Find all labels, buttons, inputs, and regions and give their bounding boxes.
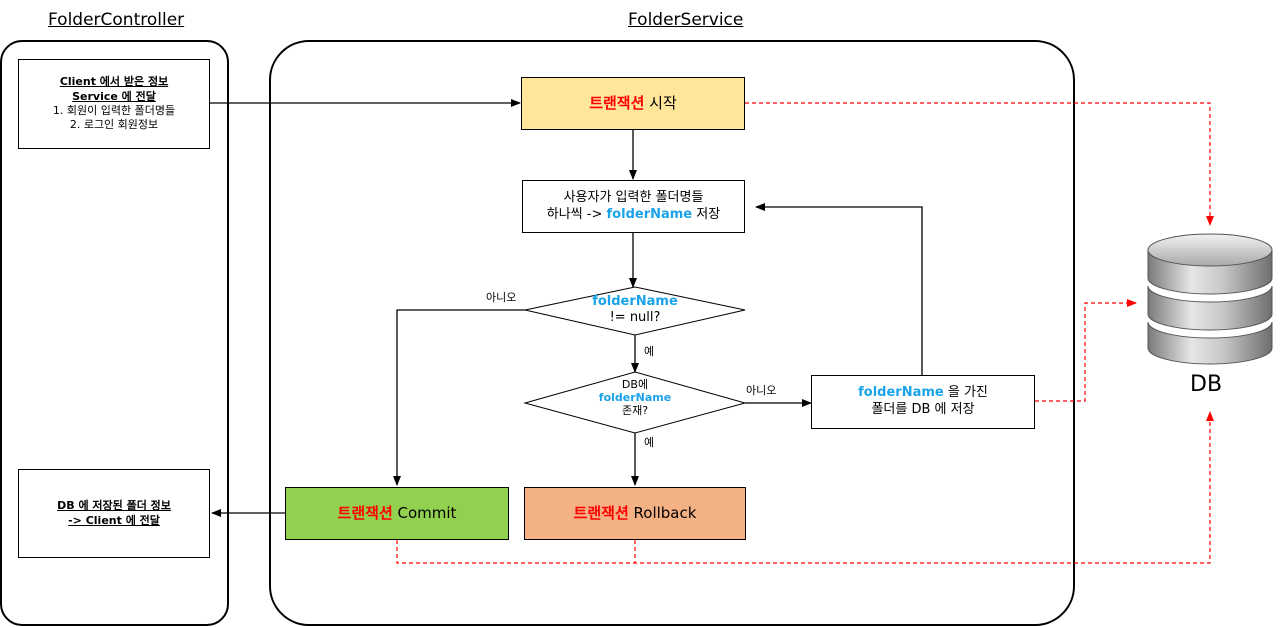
decision-null-text: != null? [609,309,661,325]
start-text: 시작 [644,93,677,112]
loop-line2-var: folderName [606,206,693,222]
dblink-commit-rollback [396,411,1214,564]
transaction-rollback-box: 트랜잭션 Rollback [524,487,746,540]
start-keyword: 트랜잭션 [589,93,645,112]
commit-keyword: 트랜잭션 [337,503,393,522]
input-note: Client 에서 받은 정보 Service 에 전달 1. 회원이 입력한 … [18,59,210,149]
input-note-item1: 1. 회원이 입력한 폴더명들 [52,104,176,117]
decision-db: DB에 folderName 존재? [575,378,695,418]
save-line2: 폴더를 DB 에 저장 [871,402,975,417]
controller-lane [0,40,229,626]
transaction-start-box: 트랜잭션 시작 [521,77,745,130]
arrow-null-no [393,309,525,486]
decision-null-var: folderName [592,294,678,309]
transaction-commit-box: 트랜잭션 Commit [285,487,509,540]
output-note-line2: -> Client 에 전달 [68,513,160,527]
save-var: folderName [858,385,944,401]
input-note-item2: 2. 로그인 회원정보 [69,118,159,132]
loop-line1: 사용자가 입력한 폴더명들 [563,189,704,205]
loop-box: 사용자가 입력한 폴더명들 하나씩 -> folderName 저장 [522,180,745,233]
decision-null-diamond [524,286,746,336]
input-note-line2: Service 에 전달 [72,89,156,103]
rollback-text: Rollback [628,503,697,522]
loop-line2-prefix: 하나씩 -> [546,206,607,222]
label-null-yes: 예 [644,345,655,358]
save-line1-suffix: 을 가진 [943,385,988,401]
save-folder-box: folderName 을 가진 폴더를 DB 에 저장 [811,375,1035,429]
db-label: DB [1190,372,1223,397]
arrow-save-loopback [755,203,923,375]
service-lane [269,40,1075,626]
label-db-yes: 예 [644,436,655,449]
decision-db-diamond [523,371,747,434]
dblink-start [745,102,1214,226]
label-db-no: 아니오 [746,384,777,397]
loop-line2-suffix: 저장 [692,206,721,222]
service-lane-title: FolderService [628,10,744,30]
database-icon [1147,233,1273,365]
decision-db-line3: 존재? [621,404,649,418]
decision-db-var: folderName [598,391,672,405]
output-note-line1: DB 에 저장된 폴더 정보 [57,499,171,513]
rollback-keyword: 트랜잭션 [573,503,629,522]
input-note-line1: Client 에서 받은 정보 [59,75,169,89]
dblink-save [1035,299,1137,402]
decision-db-line1: DB에 [621,378,649,391]
controller-lane-title: FolderController [48,10,185,30]
label-null-no: 아니오 [486,291,517,304]
decision-null: folderName != null? [565,294,705,325]
commit-text: Commit [392,503,457,522]
output-note: DB 에 저장된 폴더 정보 -> Client 에 전달 [18,469,210,558]
